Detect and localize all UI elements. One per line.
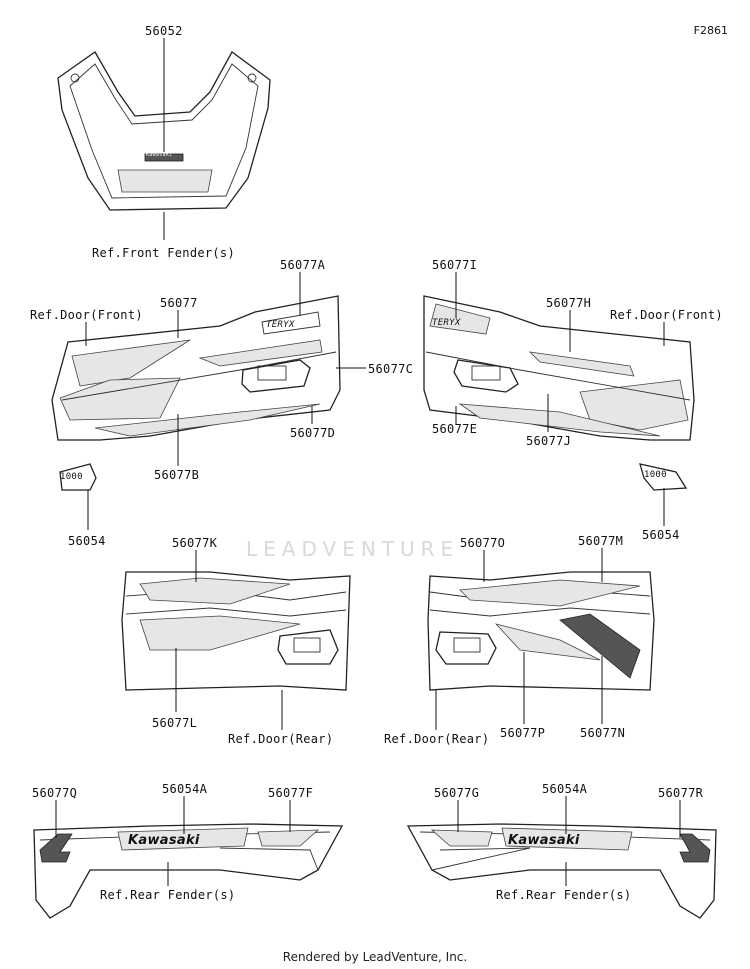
figure-code: F2861 <box>693 24 728 37</box>
label-56054A-left[interactable]: 56054A <box>162 782 208 796</box>
label-56077K[interactable]: 56077K <box>172 536 218 550</box>
label-56077E[interactable]: 56077E <box>432 422 478 436</box>
label-door-front-left-ref[interactable]: Ref.Door(Front) <box>30 308 143 322</box>
label-56077N[interactable]: 56077N <box>580 726 626 740</box>
rear-left-door-panel[interactable] <box>121 571 351 691</box>
label-front-fender-ref[interactable]: Ref.Front Fender(s) <box>92 246 235 260</box>
label-56054-left[interactable]: 56054 <box>68 534 106 548</box>
left-door-model-decal: TERYX <box>266 320 295 330</box>
label-56077F[interactable]: 56077F <box>268 786 314 800</box>
rear-left-fender-panel[interactable] <box>33 823 344 919</box>
label-56077M[interactable]: 56077M <box>578 534 624 548</box>
label-rear-fender-right-ref[interactable]: Ref.Rear Fender(s) <box>496 888 632 902</box>
label-56077R[interactable]: 56077R <box>658 786 704 800</box>
right-door-model-decal: TERYX <box>432 318 461 328</box>
label-56054A-right[interactable]: 56054A <box>542 782 588 796</box>
label-56077L[interactable]: 56077L <box>152 716 198 730</box>
label-56077G[interactable]: 56077G <box>434 786 480 800</box>
label-door-front-right-ref[interactable]: Ref.Door(Front) <box>610 308 723 322</box>
front-left-door-panel[interactable] <box>51 295 341 491</box>
label-56077A[interactable]: 56077A <box>280 258 326 272</box>
rear-right-fender-panel[interactable] <box>406 823 717 919</box>
label-56077J[interactable]: 56077J <box>526 434 572 448</box>
label-56077Q[interactable]: 56077Q <box>32 786 78 800</box>
footer-credit: Rendered by LeadVenture, Inc. <box>282 950 468 964</box>
label-56077B[interactable]: 56077B <box>154 468 200 482</box>
label-56077P[interactable]: 56077P <box>500 726 546 740</box>
label-56054-right[interactable]: 56054 <box>642 528 680 542</box>
left-door-badge-decal: 1000 <box>60 472 83 482</box>
label-56077D[interactable]: 56077D <box>290 426 336 440</box>
hood-brand-decal: Kawasaki <box>146 152 173 158</box>
right-door-badge-decal: 1000 <box>644 470 667 480</box>
rear-right-door-panel[interactable] <box>427 571 655 691</box>
front-right-door-panel[interactable] <box>423 295 695 491</box>
label-56077H[interactable]: 56077H <box>546 296 592 310</box>
label-56077[interactable]: 56077 <box>160 296 198 310</box>
label-56077I[interactable]: 56077I <box>432 258 478 272</box>
left-fender-brand-decal: Kawasaki <box>128 833 200 848</box>
label-56052[interactable]: 56052 <box>145 24 183 38</box>
label-door-rear-left-ref[interactable]: Ref.Door(Rear) <box>228 732 334 746</box>
right-fender-brand-decal: Kawasaki <box>508 833 580 848</box>
watermark: LEADVENTURE <box>246 537 460 561</box>
label-rear-fender-left-ref[interactable]: Ref.Rear Fender(s) <box>100 888 236 902</box>
label-56077O[interactable]: 56077O <box>460 536 506 550</box>
label-door-rear-right-ref[interactable]: Ref.Door(Rear) <box>384 732 490 746</box>
label-56077C[interactable]: 56077C <box>368 362 414 376</box>
